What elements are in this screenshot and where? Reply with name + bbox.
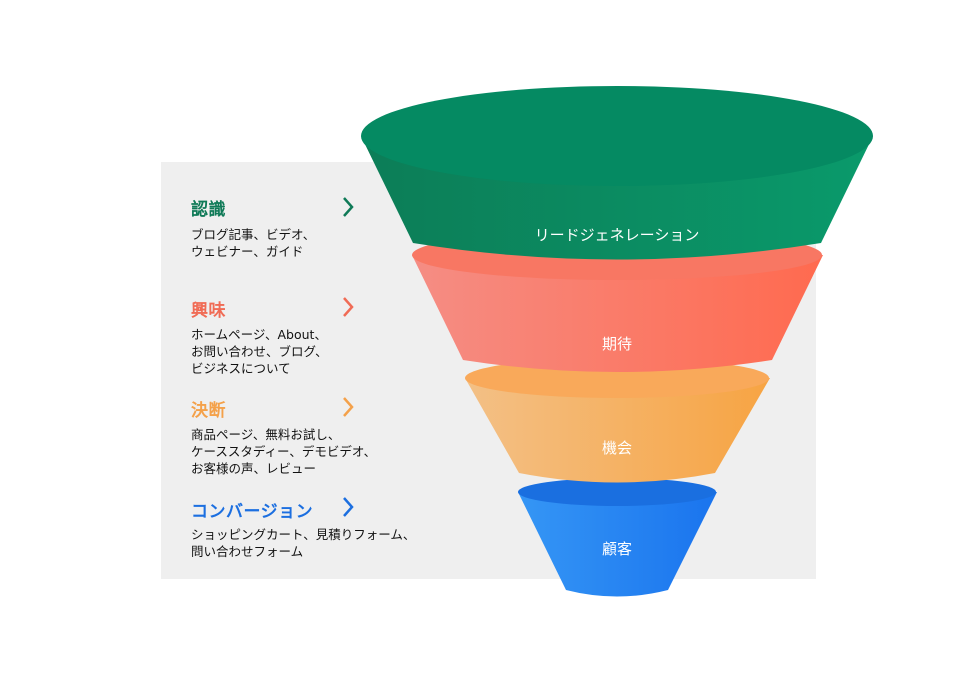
funnel-segment-lead-generation: [361, 86, 873, 260]
stage-desc-line: ウェビナー、ガイド: [191, 244, 304, 259]
stage-desc-awareness: ブログ記事、ビデオ、 ウェビナー、ガイド: [191, 226, 315, 260]
chevron-right-icon: [343, 497, 354, 517]
funnel-segment-opportunity: [465, 358, 770, 483]
stage-title-decision: 決断: [191, 401, 226, 421]
stage-desc-line: 問い合わせフォーム: [191, 544, 304, 559]
funnel-label-expectation: 期待: [601, 335, 633, 353]
chevron-right-icon: [343, 197, 354, 217]
funnel-segment-customer: [518, 478, 717, 597]
stage-title-conversion: コンバージョン: [191, 502, 314, 522]
stage-desc-line: ショッピングカート、見積りフォーム、: [191, 527, 416, 542]
stage-desc-line: ケーススタディー、デモビデオ、: [191, 444, 377, 459]
stage-title-interest: 興味: [191, 301, 226, 321]
stage-desc-line: お問い合わせ、ブログ、: [191, 344, 328, 359]
stage-desc-line: お客様の声、レビュー: [191, 461, 317, 476]
stage-desc-line: 商品ページ、無料お試し、: [191, 427, 341, 442]
funnel-label-opportunity: 機会: [601, 439, 633, 457]
chevron-right-icon: [343, 297, 354, 317]
stage-desc-line: ホームページ、About、: [191, 327, 327, 342]
chevron-right-icon: [343, 397, 354, 417]
funnel-label-customer: 顧客: [601, 540, 633, 558]
stage-desc-line: ビジネスについて: [191, 361, 291, 376]
stage-desc-line: ブログ記事、ビデオ、: [191, 227, 316, 242]
funnel-label-lead-generation: リードジェネレーション: [534, 226, 700, 244]
stage-title-awareness: 認識: [191, 200, 226, 220]
stage-desc-conversion: ショッピングカート、見積りフォーム、 問い合わせフォーム: [191, 526, 415, 560]
stage-desc-decision: 商品ページ、無料お試し、 ケーススタディー、デモビデオ、 お客様の声、レビュー: [191, 426, 376, 477]
stage-desc-interest: ホームページ、About、 お問い合わせ、ブログ、 ビジネスについて: [191, 326, 328, 377]
